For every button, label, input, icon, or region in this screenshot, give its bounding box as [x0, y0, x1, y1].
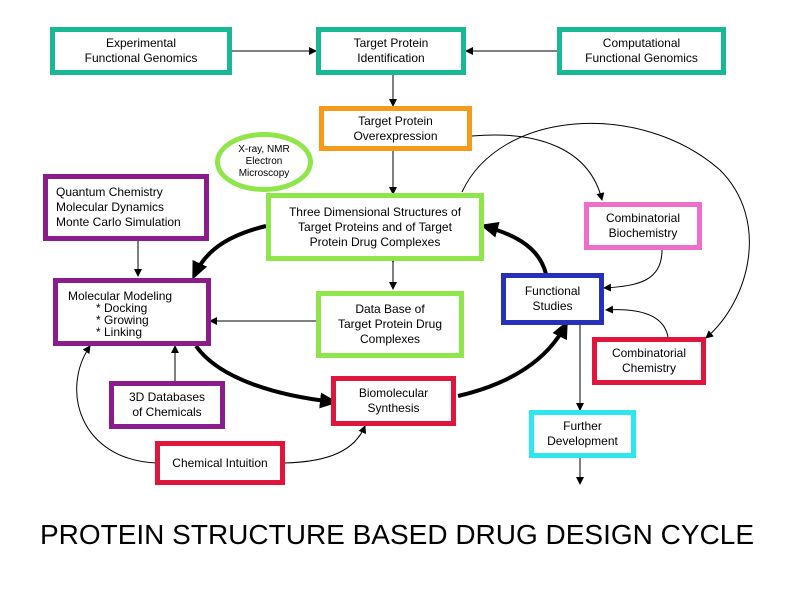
node-label: Electron: [245, 156, 283, 167]
molecular-modeling-item: * Growing: [96, 313, 149, 327]
arrow-intuition-to-synthesis: [283, 425, 366, 464]
node-label: Target Protein: [358, 113, 433, 128]
molecular-modeling-item: * Linking: [96, 325, 143, 339]
molecular-modeling-item: * Docking: [96, 301, 148, 315]
arrow-intuition-to-modeling: [76, 345, 158, 464]
node-label: Quantum Chemistry: [56, 185, 163, 199]
node-label: Molecular Dynamics: [56, 200, 165, 214]
node-label: Computational: [602, 36, 681, 50]
node-label: Chemical Intuition: [172, 455, 268, 470]
node-chemical-intuition: Chemical Intuition: [155, 441, 285, 485]
arrow-comb-biochem-to-functional: [603, 249, 663, 292]
node-label: Target Protein Drug: [337, 317, 443, 331]
node-label: Combinatorial: [605, 211, 681, 225]
molecular-modeling-title: Molecular Modeling: [68, 289, 173, 303]
node-label: Combinatorial: [611, 346, 687, 360]
node-label: Overexpression: [353, 128, 438, 143]
node-label: Further: [563, 419, 602, 433]
node-label: Monte Carlo Simulation: [56, 215, 181, 229]
cycle-arc-modeling-to-synthesis: [194, 344, 338, 409]
node-label: Complexes: [359, 332, 421, 346]
arrow-3d-to-comb-chem: [461, 123, 750, 339]
node-label: Studies: [532, 299, 573, 313]
node-label: Target Proteins and of Target: [298, 219, 452, 234]
arrow-comb-chem-to-functional: [605, 305, 669, 338]
node-label: Synthesis: [367, 401, 420, 415]
node-label: Data Base of: [355, 302, 425, 316]
node-label: Microscopy: [238, 168, 290, 179]
diagram-title: PROTEIN STRUCTURE BASED DRUG DESIGN CYCL…: [39, 519, 755, 550]
node-label: Functional Genomics: [585, 51, 698, 65]
node-label: Identification: [357, 51, 425, 65]
node-label: Three Dimensional Structures of: [288, 204, 462, 219]
node-label: Functional Genomics: [84, 51, 198, 65]
node-label: X-ray, NMR: [238, 144, 290, 155]
node-label: Target Protein: [353, 36, 429, 50]
arrow-overexpression-to-comb-biochem: [471, 134, 605, 201]
node-label: Functional: [524, 284, 581, 298]
cycle-arc-functional-to-3d: [480, 222, 548, 275]
node-label: Biomolecular: [358, 386, 429, 400]
node-label: 3D Databases: [128, 390, 206, 404]
node-label: Chemistry: [621, 361, 676, 375]
node-label: of Chemicals: [132, 405, 202, 419]
node-label: Biochemistry: [608, 226, 678, 240]
node-label: Experimental: [105, 36, 177, 50]
node-label: Protein Drug Complexes: [309, 234, 441, 249]
cycle-arc-3d-to-modeling: [192, 224, 267, 280]
node-molecular-modeling: Molecular Modeling * Docking * Growing *…: [53, 278, 211, 346]
cycle-arc-synthesis-to-functional: [457, 320, 568, 398]
node-label: Development: [547, 434, 618, 448]
